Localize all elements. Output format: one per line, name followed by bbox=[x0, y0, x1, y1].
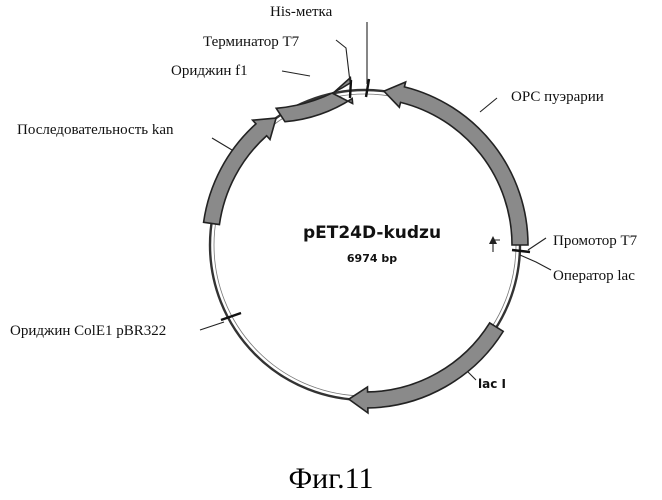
lac-operator-leader bbox=[520, 255, 551, 270]
t7-promoter-tick bbox=[512, 250, 530, 252]
t7-promoter-label: Промотор Т7 bbox=[553, 233, 638, 249]
orf-pueraria-label: ОРС пуэрарии bbox=[511, 89, 604, 105]
plasmid-size: 6974 bp bbox=[347, 252, 397, 265]
figure-caption: Фиг.11 bbox=[288, 462, 373, 495]
f1-origin-leader bbox=[282, 71, 310, 76]
lac-i-label: lac I bbox=[478, 377, 506, 391]
t7-terminator-tick bbox=[350, 80, 351, 98]
lac-i-arrow bbox=[349, 323, 503, 413]
cole1-origin-label: Ориджин ColE1 pBR322 bbox=[10, 323, 166, 339]
lac-i-leader bbox=[468, 372, 476, 380]
kan-sequence-label: Последовательность kan bbox=[17, 122, 174, 138]
f1-origin-label: Ориджин f1 bbox=[171, 63, 248, 79]
kan-sequence-leader bbox=[212, 138, 232, 150]
his-tag-label: His-метка bbox=[270, 4, 333, 20]
orf-pueraria-arrow bbox=[384, 82, 528, 245]
t7-terminator-label: Терминатор Т7 bbox=[203, 34, 300, 50]
kan-sequence-arrow bbox=[204, 118, 277, 225]
f1-origin-arrow bbox=[276, 78, 352, 122]
lac-operator-label: Оператор lac bbox=[553, 268, 635, 284]
t7-terminator-leader bbox=[336, 40, 350, 82]
t7-promoter-leader bbox=[528, 238, 546, 250]
cole1-origin-leader bbox=[200, 322, 224, 330]
plasmid-name: pET24D-kudzu bbox=[303, 223, 441, 243]
feature-arrows-group bbox=[204, 78, 528, 413]
orf-pueraria-leader bbox=[480, 98, 497, 112]
